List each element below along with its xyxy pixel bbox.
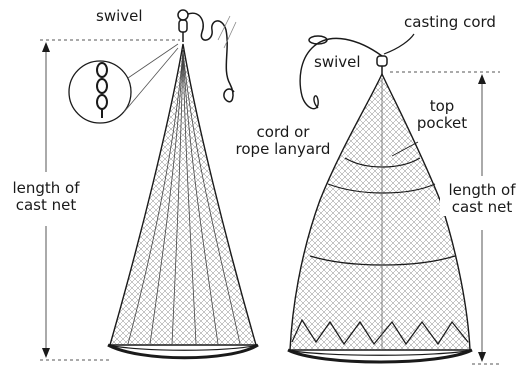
top-pocket-line-1: top — [408, 98, 476, 115]
right-swivel — [377, 56, 387, 74]
casting-cord-label: casting cord — [404, 14, 496, 31]
chain-detail-inset — [69, 44, 178, 123]
top-pocket-line-2: pocket — [408, 115, 476, 132]
length-left-line-1: length of — [4, 180, 88, 197]
length-left-line-2: cast net — [4, 197, 88, 214]
left-cast-net — [69, 10, 258, 358]
length-right-line-1: length of — [440, 182, 524, 199]
cord-lanyard-label: cord or rope lanyard — [228, 124, 338, 158]
swivel-label-left: swivel — [96, 8, 143, 25]
length-label-right: length of cast net — [440, 182, 524, 216]
length-right-line-2: cast net — [440, 199, 524, 216]
left-lanyard — [188, 13, 234, 102]
right-leadline — [288, 350, 472, 362]
left-leadline — [108, 345, 258, 358]
left-swivel — [178, 10, 188, 42]
length-label-left: length of cast net — [4, 180, 88, 214]
swivel-label-right: swivel — [314, 54, 361, 71]
cord-lanyard-line-1: cord or — [228, 124, 338, 141]
cord-lanyard-line-2: rope lanyard — [228, 141, 338, 158]
top-pocket-label: top pocket — [408, 98, 476, 132]
left-net-body — [110, 44, 256, 345]
